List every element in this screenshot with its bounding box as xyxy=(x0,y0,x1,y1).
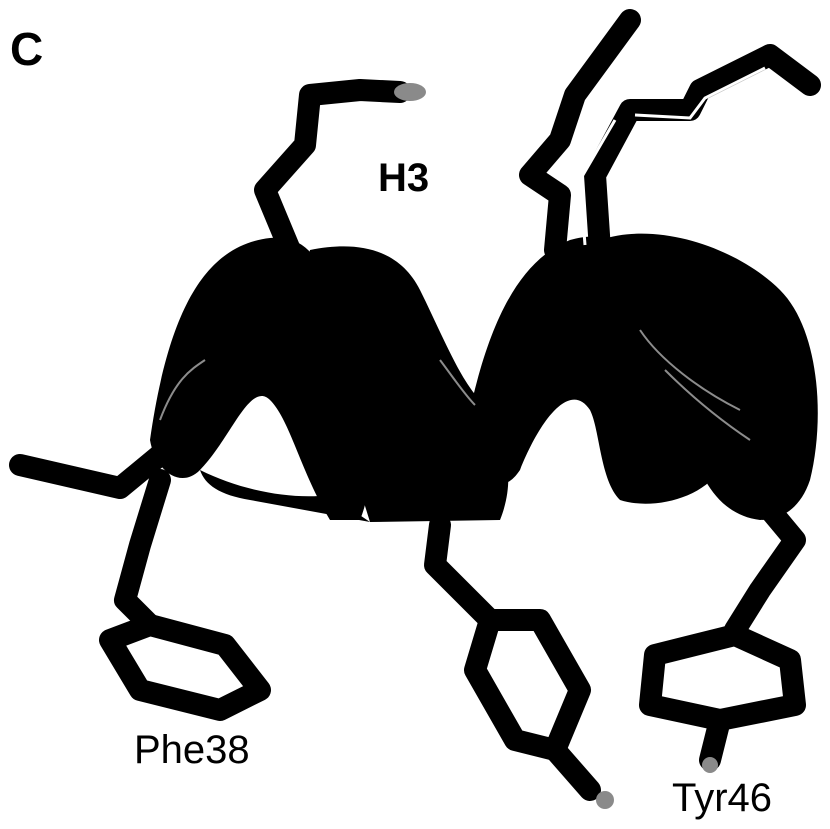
side-chain-phe38 xyxy=(125,480,160,625)
side-chain-left-stub xyxy=(20,455,160,488)
ring-phe38 xyxy=(110,625,260,710)
ring-tyr46 xyxy=(650,635,795,720)
side-chain-tyr46 xyxy=(735,510,795,630)
atom-middle-oh xyxy=(596,791,614,809)
helix-label: H3 xyxy=(378,158,429,198)
side-chain-middle-oh xyxy=(555,750,590,790)
residue-label-tyr46: Tyr46 xyxy=(672,778,772,818)
helix-ribbon xyxy=(150,234,818,522)
side-chain-tyr46-oh xyxy=(710,720,720,760)
atom-top-left xyxy=(394,83,426,101)
side-chain-middle xyxy=(435,525,490,620)
residue-label-phe38: Phe38 xyxy=(134,730,250,770)
panel-letter: C xyxy=(10,26,43,72)
atom-tyr46-oh xyxy=(702,757,718,773)
side-chain-top-right xyxy=(595,55,810,250)
ring-middle-tyr xyxy=(475,620,580,750)
